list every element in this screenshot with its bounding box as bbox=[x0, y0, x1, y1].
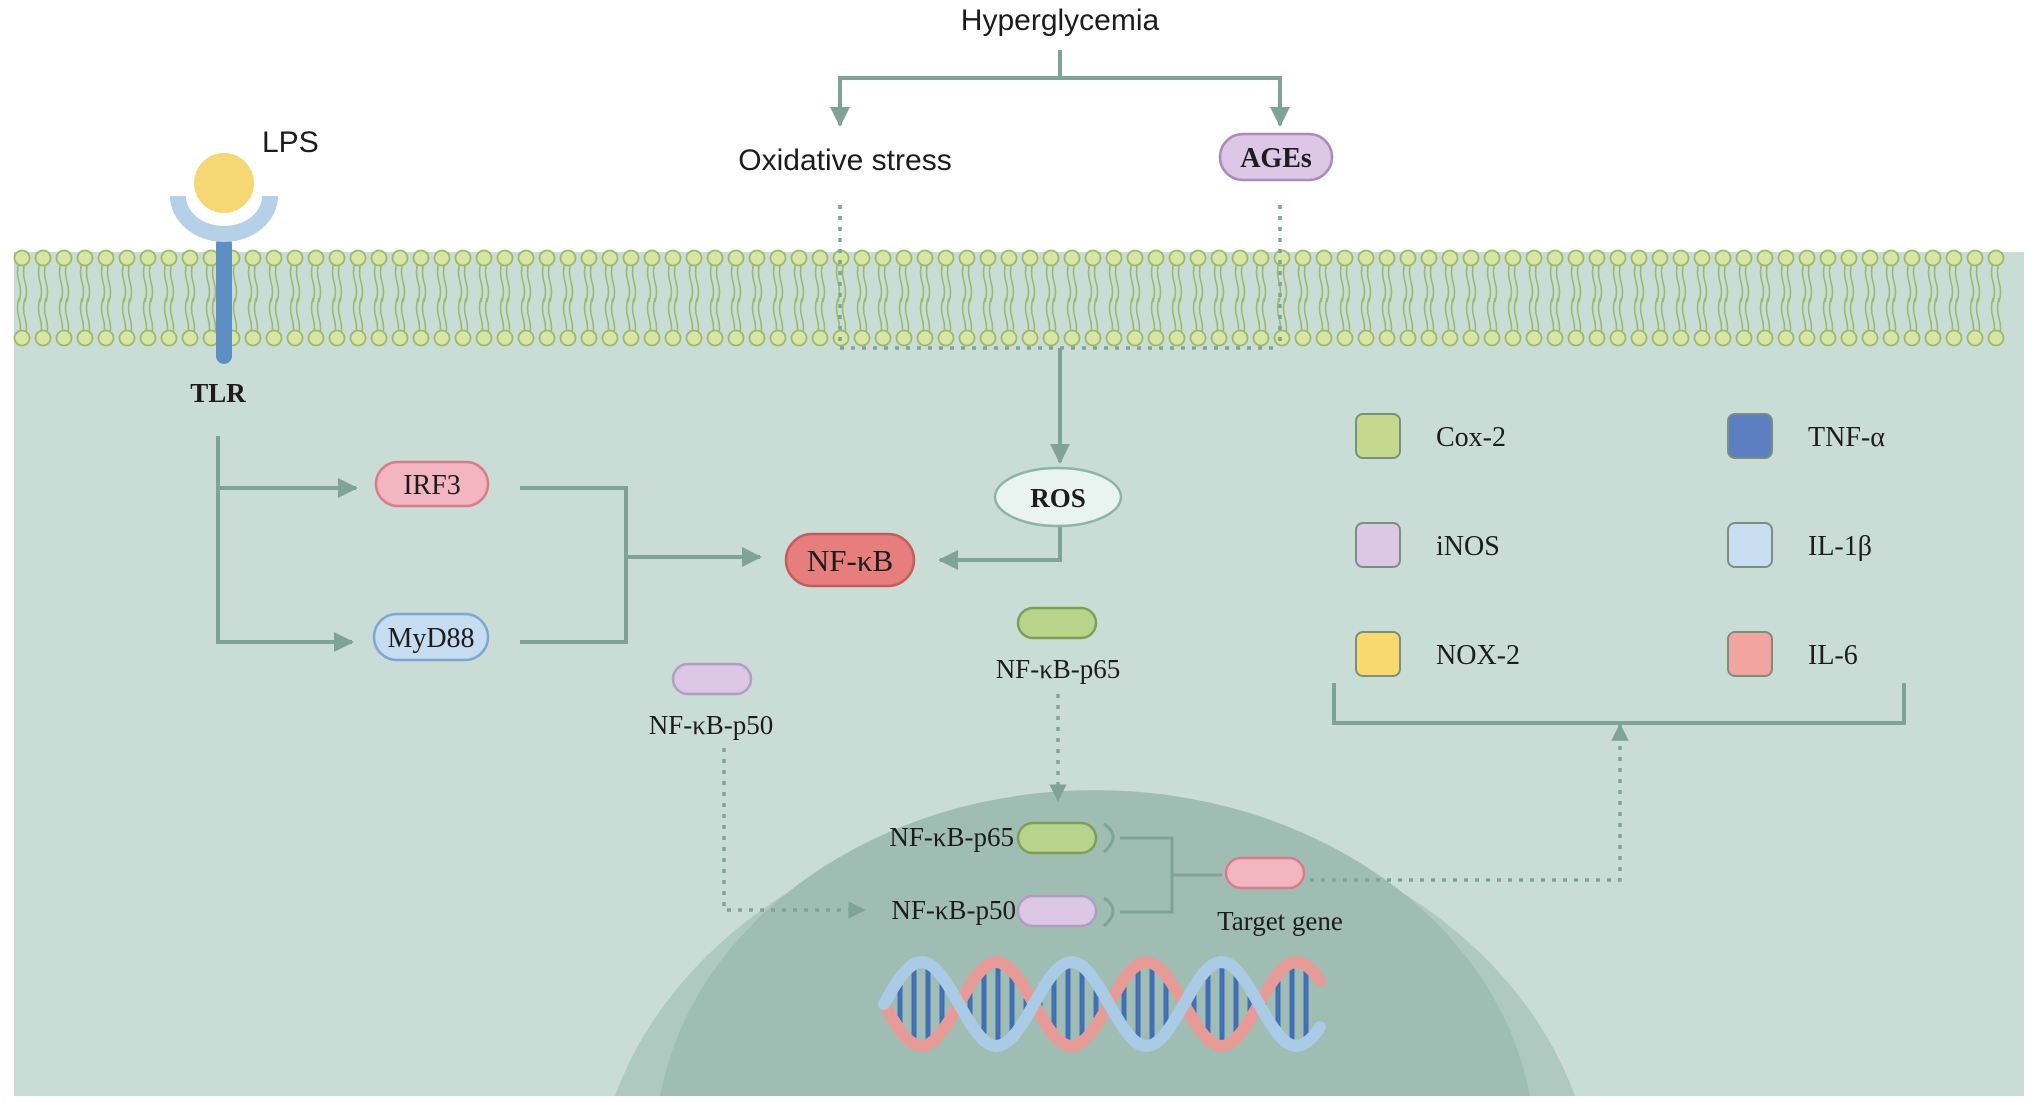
legend-swatch bbox=[1727, 522, 1773, 568]
nuclear-p50-label: NF-κB-p50 bbox=[891, 895, 1016, 925]
ages-label: AGEs bbox=[1240, 143, 1312, 174]
legend-swatch bbox=[1355, 522, 1401, 568]
target-gene-shape bbox=[1224, 856, 1306, 890]
p50-translocation-arrow bbox=[722, 748, 866, 919]
lps-molecule bbox=[194, 153, 254, 213]
legend-swatch bbox=[1727, 631, 1773, 677]
tlr-label: TLR bbox=[190, 378, 246, 408]
legend-swatch bbox=[1355, 413, 1401, 459]
legend-bracket bbox=[1332, 683, 1906, 725]
legend-item-il1: IL-1β bbox=[1727, 522, 1872, 568]
nuclear-p65-label: NF-κB-p65 bbox=[889, 822, 1014, 852]
legend-label: IL-1β bbox=[1808, 531, 1872, 562]
hyperglycemia-label: Hyperglycemia bbox=[961, 4, 1160, 37]
legend-item-il6: IL-6 bbox=[1727, 631, 1858, 677]
node-irf3: IRF3 bbox=[374, 460, 490, 508]
node-ages: AGEs bbox=[1218, 132, 1334, 182]
p50-label: NF-κB-p50 bbox=[649, 710, 774, 740]
ros-label: ROS bbox=[1030, 483, 1086, 513]
target-gene-label: Target gene bbox=[1217, 906, 1343, 936]
oxidative-stress-label: Oxidative stress bbox=[738, 144, 951, 177]
p65-label: NF-κB-p65 bbox=[996, 654, 1121, 684]
legend-item-inos: iNOS bbox=[1355, 522, 1500, 568]
tlr-branch-arrows bbox=[216, 436, 358, 652]
node-ros: ROS bbox=[993, 466, 1123, 528]
lps-label: LPS bbox=[262, 126, 319, 159]
legend-label: NOX-2 bbox=[1436, 640, 1520, 671]
legend-item-tnf: TNF-α bbox=[1727, 413, 1885, 459]
legend-label: TNF-α bbox=[1808, 422, 1885, 453]
legend-item-nox2: NOX-2 bbox=[1355, 631, 1520, 677]
p65-subunit bbox=[1016, 606, 1098, 640]
adaptor-merge-arrows bbox=[520, 486, 762, 644]
nuclear-p65-subunit bbox=[1016, 821, 1098, 855]
irf3-label: IRF3 bbox=[403, 470, 461, 501]
myd88-label: MyD88 bbox=[387, 623, 474, 654]
legend-swatch bbox=[1355, 631, 1401, 677]
node-myd88: MyD88 bbox=[372, 612, 490, 662]
arrow-ros-to-nfkb bbox=[938, 522, 1062, 570]
node-nfkb: NF-κB bbox=[784, 532, 916, 588]
target-gene-arrow bbox=[1310, 723, 1629, 882]
nfkb-label: NF-κB bbox=[807, 543, 893, 578]
nuclear-p50-subunit bbox=[1016, 894, 1098, 928]
legend-swatch bbox=[1727, 413, 1773, 459]
p50-subunit bbox=[671, 662, 753, 696]
dna-helix-icon bbox=[878, 955, 1326, 1053]
dimer-bracket bbox=[1102, 822, 1222, 928]
hyperglycemia-branch-arrows bbox=[830, 50, 1290, 127]
tlr-receptor bbox=[170, 153, 278, 364]
legend-label: IL-6 bbox=[1808, 640, 1858, 671]
legend-item-cox2: Cox-2 bbox=[1355, 413, 1506, 459]
legend-label: Cox-2 bbox=[1436, 422, 1506, 453]
legend-label: iNOS bbox=[1436, 531, 1500, 562]
cell-membrane bbox=[13, 249, 2024, 347]
